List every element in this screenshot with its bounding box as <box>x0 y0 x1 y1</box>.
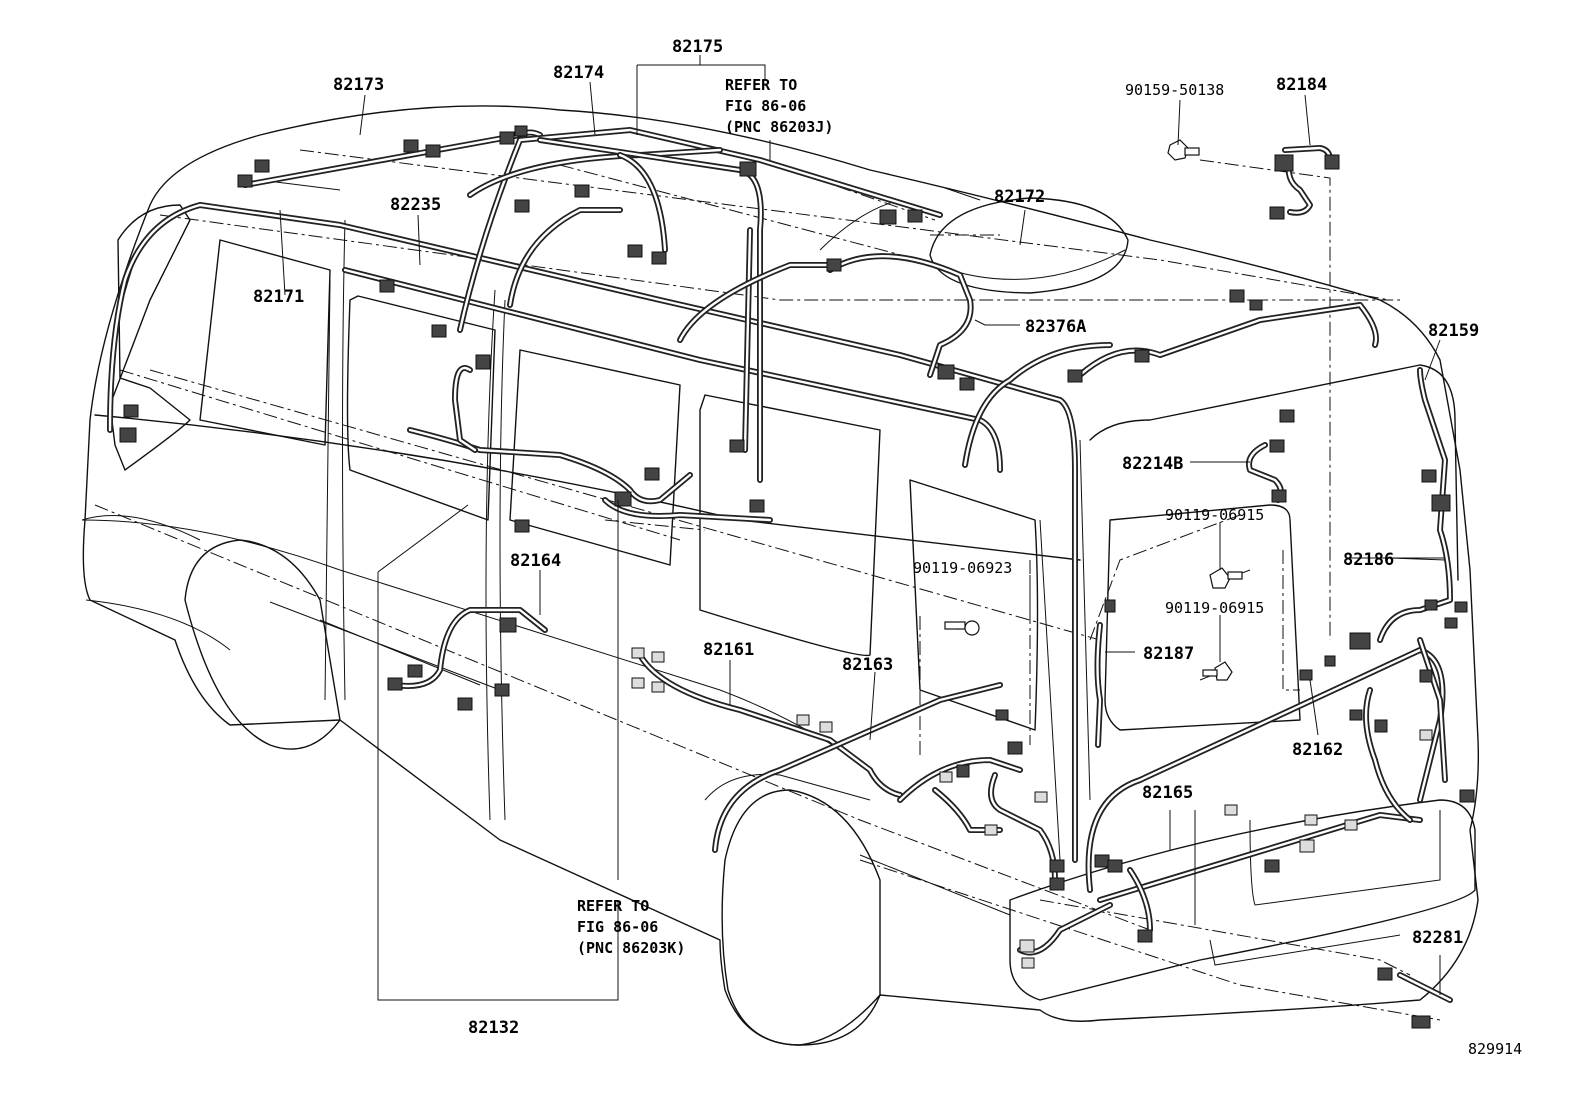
assembly-guide-lines <box>94 149 1441 1021</box>
label-82376A: 82376A <box>1025 317 1086 337</box>
van-body <box>81 105 1480 1046</box>
label-82184: 82184 <box>1276 75 1327 95</box>
label-82174: 82174 <box>553 63 604 83</box>
note-j-line2: FIG 86-06 <box>725 97 806 115</box>
wire-harnesses <box>107 127 1453 1003</box>
reference-note-86203K: REFER TO FIG 86-06 (PNC 86203K) <box>577 897 685 957</box>
bolt-90119-06915-upper <box>1209 567 1243 589</box>
note-k-line3: (PNC 86203K) <box>577 939 685 957</box>
bolt-90119-06915-lower <box>1202 661 1233 681</box>
part-labels: 82175 82174 82173 82235 82171 82172 8237… <box>253 37 1522 1058</box>
label-82165: 82165 <box>1142 783 1193 803</box>
label-82235: 82235 <box>390 195 441 215</box>
bolt-90119-06923 <box>944 620 980 636</box>
label-90119-06915-lower: 90119-06915 <box>1165 599 1264 617</box>
leader-lines <box>279 55 1446 1001</box>
label-82159: 82159 <box>1428 321 1479 341</box>
label-82187: 82187 <box>1143 644 1194 664</box>
label-82186: 82186 <box>1343 550 1394 570</box>
label-82161: 82161 <box>703 640 754 660</box>
harness-connectors <box>119 125 1475 1029</box>
note-j-line1: REFER TO <box>725 76 797 94</box>
label-90159-50138: 90159-50138 <box>1125 81 1224 99</box>
bolts <box>944 139 1243 681</box>
label-82175: 82175 <box>672 37 723 57</box>
bolt-90159-50138 <box>1167 139 1200 161</box>
note-k-line1: REFER TO <box>577 897 649 915</box>
figure-number: 829914 <box>1468 1040 1522 1058</box>
label-82162: 82162 <box>1292 740 1343 760</box>
label-82171: 82171 <box>253 287 304 307</box>
note-k-line2: FIG 86-06 <box>577 918 658 936</box>
label-82172: 82172 <box>994 187 1045 207</box>
label-90119-06915-upper: 90119-06915 <box>1165 506 1264 524</box>
label-82173: 82173 <box>333 75 384 95</box>
note-j-line3: (PNC 86203J) <box>725 118 833 136</box>
label-82281: 82281 <box>1412 928 1463 948</box>
label-82163: 82163 <box>842 655 893 675</box>
label-82164: 82164 <box>510 551 561 571</box>
label-82132: 82132 <box>468 1018 519 1038</box>
label-82214B: 82214B <box>1122 454 1183 474</box>
label-90119-06923: 90119-06923 <box>913 559 1012 577</box>
reference-note-86203J: REFER TO FIG 86-06 (PNC 86203J) <box>725 76 833 136</box>
